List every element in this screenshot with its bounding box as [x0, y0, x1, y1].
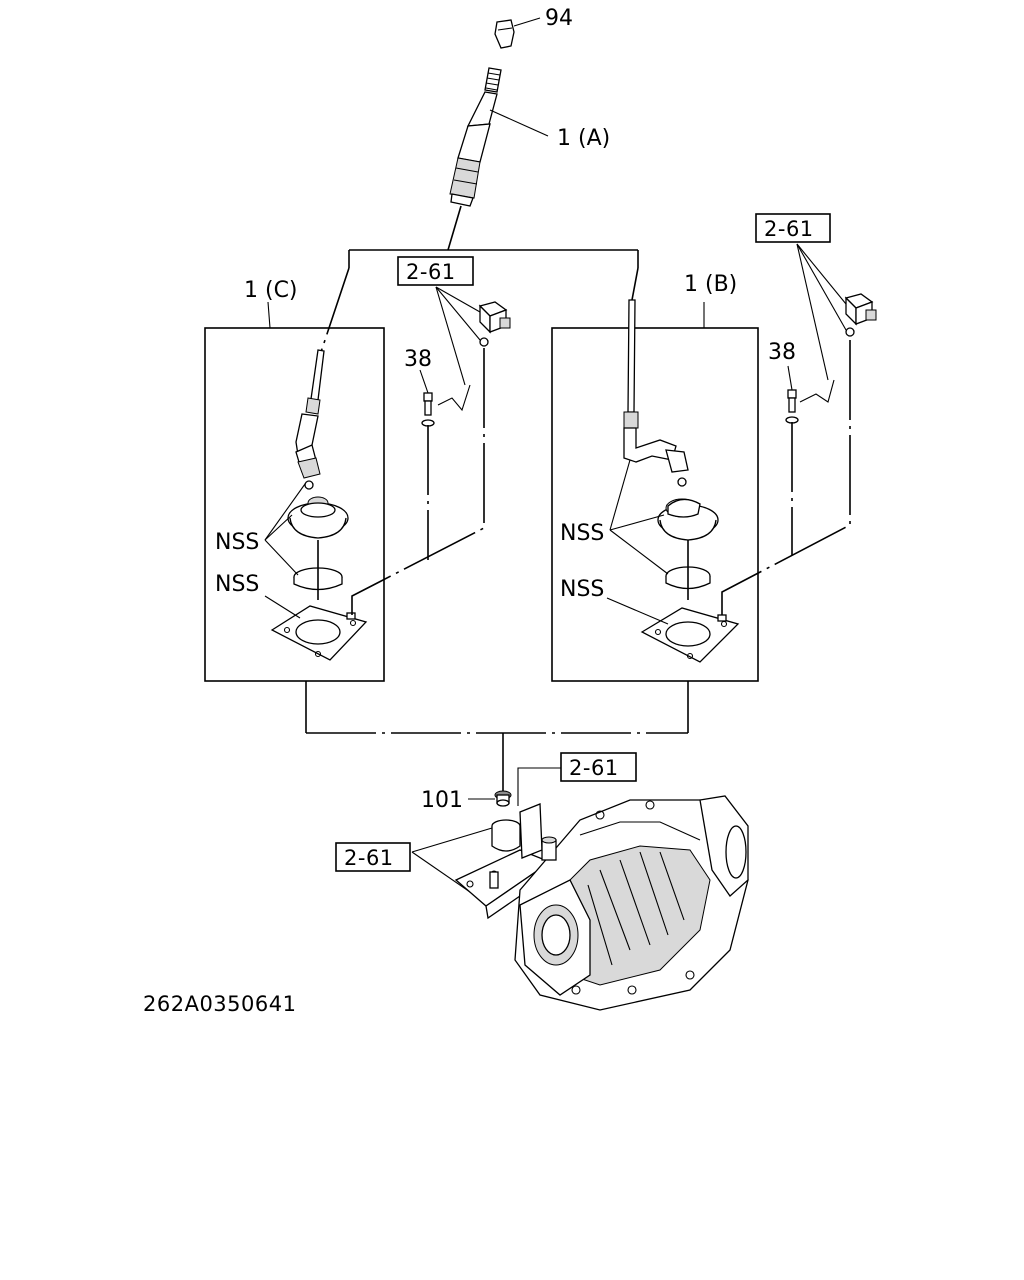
- harness-route-b: [721, 340, 851, 615]
- leader-nss-c-1b: [264, 514, 293, 541]
- leader-ref-tl-1: [435, 286, 481, 313]
- ref-box-bottom: [335, 842, 411, 872]
- label-knob: 94: [545, 6, 573, 31]
- harness-route-c: [351, 348, 485, 615]
- harness-clip-c: [437, 384, 471, 412]
- ref-box-mid: [560, 752, 637, 782]
- assembly-line-a: [447, 205, 462, 251]
- leader-ref-tr-1: [796, 243, 847, 305]
- leader-nss-b-1c: [609, 529, 669, 575]
- shift-lever-c: [295, 349, 325, 490]
- bolt-38-c: [421, 392, 435, 427]
- dust-boot-c: [287, 496, 349, 539]
- leader-ref-mid: [517, 767, 561, 806]
- ref-label-bottom: 2-61: [344, 846, 394, 870]
- leader-lever-a: [489, 109, 549, 137]
- connector-c: [478, 301, 511, 347]
- bolt-38-b: [785, 389, 799, 424]
- leader-bolt-b: [787, 365, 793, 391]
- ref-label-top-left: 2-61: [406, 260, 456, 284]
- ref-label-top-right: 2-61: [764, 217, 814, 241]
- diagram-code: 262A0350641: [143, 992, 296, 1016]
- leader-ref-tr-2: [796, 243, 847, 331]
- boot-plate-c: [270, 605, 368, 661]
- label-nss-c-2: NSS: [215, 572, 259, 597]
- assembly-box-b: [551, 327, 759, 682]
- assembly-line-c: [319, 267, 350, 356]
- ref-box-top-left: [397, 256, 474, 286]
- label-lever-a: 1 (A): [557, 126, 610, 151]
- leader-knob: [513, 17, 541, 27]
- transmission-housing: [454, 795, 749, 1011]
- label-bolt-c: 38: [404, 347, 432, 372]
- leader-nss-b-2: [606, 597, 669, 625]
- leader-bolt-c: [419, 369, 429, 394]
- label-lever-b: 1 (B): [684, 272, 737, 297]
- plug-101: [494, 790, 512, 807]
- label-nss-c-1: NSS: [215, 530, 259, 555]
- leader-ref-tr-3: [796, 243, 829, 381]
- label-nss-b-1: NSS: [560, 521, 604, 546]
- leader-nss-b-1b: [609, 514, 665, 531]
- leader-nss-c-1c: [264, 539, 299, 576]
- leader-nss-c-1a: [264, 483, 306, 541]
- leader-nss-b-1a: [609, 459, 631, 531]
- dust-boot-b: [657, 498, 719, 541]
- ref-box-top-right: [755, 213, 831, 243]
- leader-nss-c-2: [264, 595, 301, 619]
- leader-ref-bottom-1: [411, 827, 493, 853]
- assembly-box-c: [204, 327, 385, 682]
- leader-ref-tl-2: [435, 286, 481, 341]
- shift-lever-a: [449, 67, 502, 207]
- label-nss-b-2: NSS: [560, 577, 604, 602]
- leader-ref-tl-3: [435, 286, 466, 386]
- shift-knob: [494, 19, 515, 49]
- connector-b: [844, 293, 877, 337]
- label-plug: 101: [421, 788, 463, 813]
- label-lever-c: 1 (C): [244, 278, 298, 303]
- label-bolt-b: 38: [768, 340, 796, 365]
- ref-label-mid: 2-61: [569, 756, 619, 780]
- leader-ref-bottom-2: [411, 851, 471, 893]
- leader-lever-c: [267, 301, 271, 329]
- harness-clip-b: [799, 379, 835, 403]
- assembly-line-b: [631, 267, 639, 301]
- boot-plate-b: [640, 607, 740, 663]
